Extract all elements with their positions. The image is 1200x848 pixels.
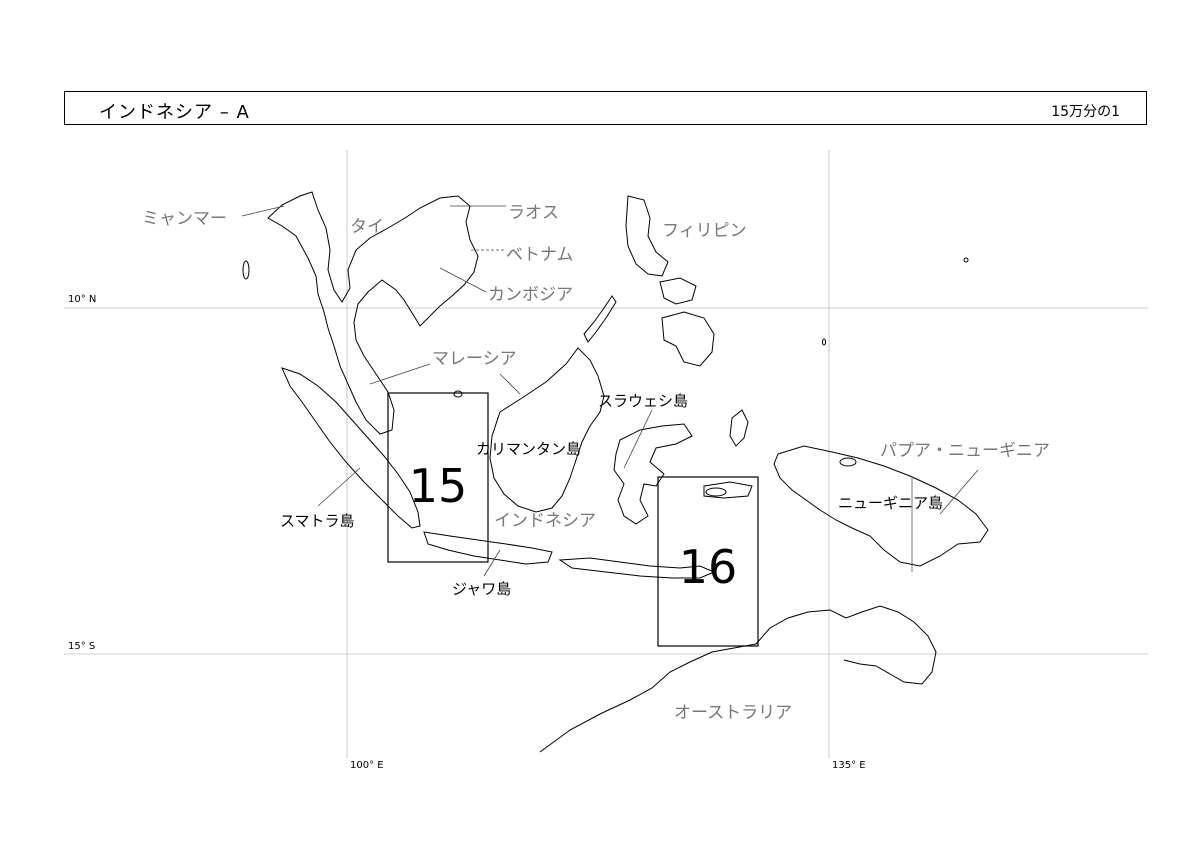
label-laos: ラオス	[508, 203, 559, 223]
map-header: インドネシア – A 15万分の1	[64, 91, 1147, 125]
coast-island-small	[822, 338, 826, 346]
coord-label-100e: 100° E	[350, 760, 384, 771]
label-malaysia: マレーシア	[432, 349, 517, 369]
coast-borneo	[489, 347, 605, 513]
label-vietnam: ベトナム	[506, 245, 574, 265]
island-labels: スラウェシ島 カリマンタン島 スマトラ島 ジャワ島 ニューギニア島	[280, 392, 943, 598]
label-java: ジャワ島	[452, 580, 511, 598]
coast-island-buru	[705, 487, 727, 497]
coast-halmahera	[729, 409, 749, 447]
map-scale: 15万分の1	[1051, 104, 1120, 120]
leader-malaysia-borneo	[499, 373, 521, 395]
coast-palawan	[583, 295, 617, 343]
coastlines	[242, 191, 989, 753]
label-new-guinea: ニューギニア島	[838, 494, 943, 512]
label-cambodia: カンボジア	[488, 285, 573, 305]
coast-seram	[703, 481, 753, 499]
coast-island-andaman	[242, 260, 250, 280]
label-papua-new-guinea: パプア・ニューギニア	[880, 441, 1050, 461]
coast-visayas	[659, 277, 697, 305]
graticule	[64, 150, 1148, 758]
sheet-frame-16[interactable]	[657, 476, 759, 647]
country-labels: ミャンマー タイ ラオス ベトナム カンボジア フィリピン マレーシア インドネ…	[142, 203, 1050, 723]
coord-label-10n: 10° N	[68, 294, 96, 305]
sheet-frame-15[interactable]	[387, 392, 489, 563]
label-myanmar: ミャンマー	[142, 209, 227, 229]
coast-luzon	[625, 195, 669, 277]
coast-lesser-sunda	[558, 557, 716, 579]
coast-island-palau	[963, 257, 969, 263]
coast-sulawesi	[613, 423, 693, 525]
label-kalimantan: カリマンタン島	[476, 440, 581, 458]
leader-malaysia	[369, 363, 431, 385]
leader-java	[483, 549, 501, 577]
coast-sumatra	[281, 367, 421, 529]
label-philippines: フィリピン	[662, 221, 747, 241]
coast-mainland-southeast-asia	[267, 191, 479, 435]
label-sumatra: スマトラ島	[280, 512, 355, 530]
leader-myanmar	[241, 205, 285, 217]
leader-png	[939, 469, 979, 515]
leader-lines	[241, 205, 979, 577]
sheet-index: 15 16	[387, 392, 759, 647]
leader-sulawesi	[623, 409, 653, 469]
leader-sumatra	[317, 467, 361, 507]
label-australia: オーストラリア	[674, 703, 792, 723]
coord-label-15s: 15° S	[68, 641, 95, 652]
coast-new-guinea	[773, 445, 989, 567]
coast-island-natuna	[453, 390, 463, 398]
label-indonesia: インドネシア	[494, 511, 596, 531]
label-thailand: タイ	[350, 217, 384, 237]
coast-mindanao	[661, 311, 715, 367]
map-title: インドネシア – A	[99, 102, 250, 123]
coord-label-135e: 135° E	[832, 760, 866, 771]
sheet-number-15: 15	[409, 459, 468, 513]
coordinate-labels: 10° N 15° S 100° E 135° E	[68, 294, 866, 771]
sheet-number-16: 16	[679, 540, 738, 594]
coast-java	[423, 531, 553, 565]
coast-australia	[539, 605, 937, 753]
leader-cambodia	[439, 267, 487, 293]
coast-island-biak	[839, 457, 857, 467]
label-sulawesi: スラウェシ島	[598, 392, 688, 410]
